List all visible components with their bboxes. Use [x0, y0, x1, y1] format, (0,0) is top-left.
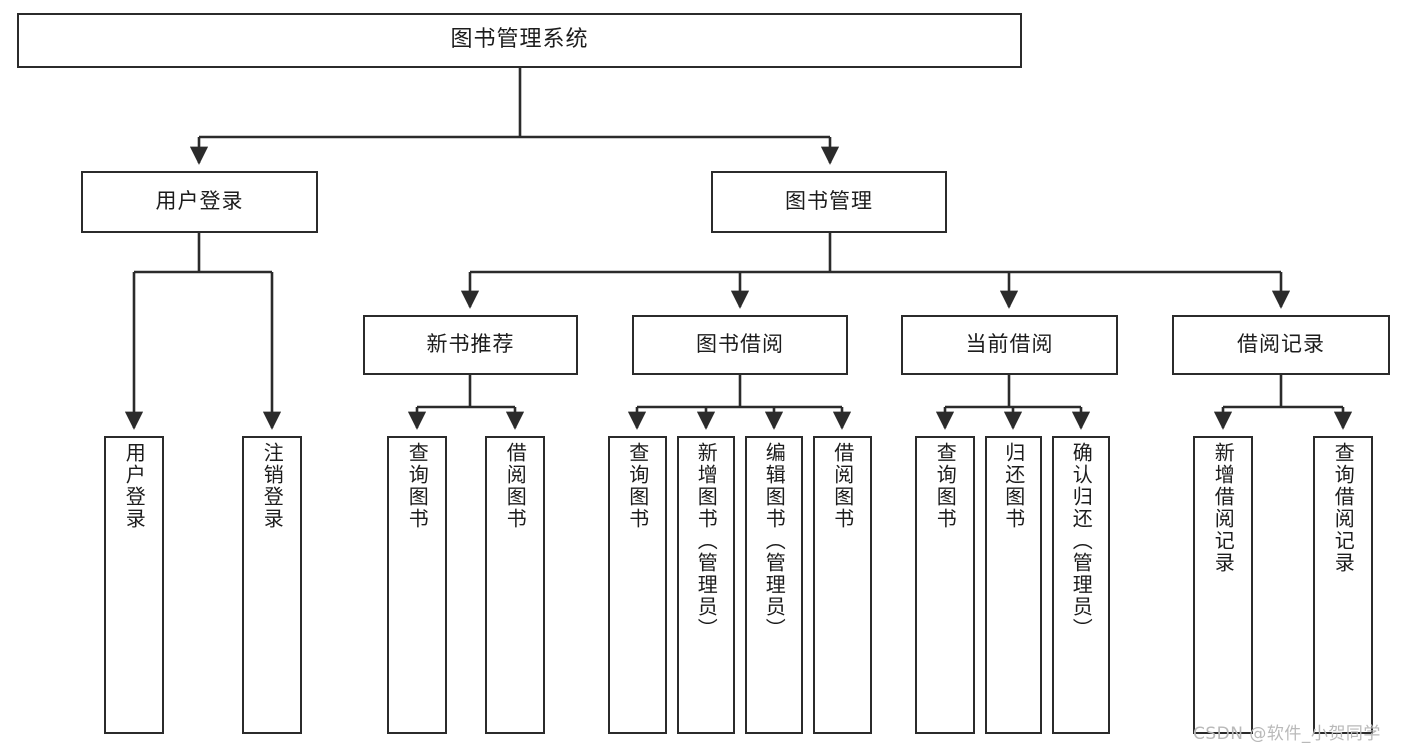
node-new-book-rec-label: 新书推荐: [426, 332, 515, 357]
node-leaf-add-record-label: 新增借阅记录: [1211, 442, 1236, 574]
node-new-book-rec[interactable]: 新书推荐: [363, 315, 578, 375]
node-user-login-label: 用户登录: [155, 189, 244, 214]
node-leaf-user-login[interactable]: 用户登录: [104, 436, 164, 734]
node-user-login[interactable]: 用户登录: [81, 171, 318, 233]
node-leaf-edit-book[interactable]: 编辑图书（管理员）: [745, 436, 803, 734]
node-leaf-confirm-return[interactable]: 确认归还（管理员）: [1052, 436, 1110, 734]
node-leaf-edit-book-label: 编辑图书（管理员）: [762, 442, 787, 640]
node-current-borrow-label: 当前借阅: [965, 332, 1054, 357]
node-leaf-add-record[interactable]: 新增借阅记录: [1193, 436, 1253, 734]
node-borrow-record-label: 借阅记录: [1237, 332, 1325, 357]
node-leaf-query-record-label: 查询借阅记录: [1331, 442, 1356, 574]
node-leaf-return-book[interactable]: 归还图书: [985, 436, 1042, 734]
node-leaf-query-book-2[interactable]: 查询图书: [608, 436, 667, 734]
node-leaf-borrow-book-1[interactable]: 借阅图书: [485, 436, 545, 734]
node-borrow-record[interactable]: 借阅记录: [1172, 315, 1390, 375]
node-leaf-borrow-book-2-label: 借阅图书: [830, 442, 855, 530]
node-leaf-return-book-label: 归还图书: [1001, 442, 1026, 530]
node-leaf-query-book-3[interactable]: 查询图书: [915, 436, 975, 734]
node-leaf-query-record[interactable]: 查询借阅记录: [1313, 436, 1373, 734]
node-leaf-query-book-3-label: 查询图书: [933, 442, 958, 530]
node-book-manage-label: 图书管理: [785, 189, 873, 214]
node-leaf-query-book-1[interactable]: 查询图书: [387, 436, 447, 734]
node-leaf-borrow-book-2[interactable]: 借阅图书: [813, 436, 872, 734]
node-root[interactable]: 图书管理系统: [17, 13, 1022, 68]
node-leaf-add-book-label: 新增图书（管理员）: [694, 442, 719, 640]
node-book-borrow-label: 图书借阅: [696, 332, 784, 357]
node-root-label: 图书管理系统: [450, 27, 589, 53]
node-leaf-borrow-book-1-label: 借阅图书: [503, 442, 528, 530]
node-leaf-user-login-label: 用户登录: [122, 442, 147, 530]
node-leaf-query-book-1-label: 查询图书: [405, 442, 430, 530]
node-book-manage[interactable]: 图书管理: [711, 171, 947, 233]
node-leaf-query-book-2-label: 查询图书: [625, 442, 650, 530]
node-leaf-logout-label: 注销登录: [260, 442, 285, 530]
node-leaf-confirm-return-label: 确认归还（管理员）: [1069, 442, 1094, 640]
node-current-borrow[interactable]: 当前借阅: [901, 315, 1118, 375]
node-book-borrow[interactable]: 图书借阅: [632, 315, 848, 375]
node-leaf-logout[interactable]: 注销登录: [242, 436, 302, 734]
csdn-watermark: CSDN @软件_小贺同学: [1193, 724, 1381, 744]
node-leaf-add-book[interactable]: 新增图书（管理员）: [677, 436, 735, 734]
